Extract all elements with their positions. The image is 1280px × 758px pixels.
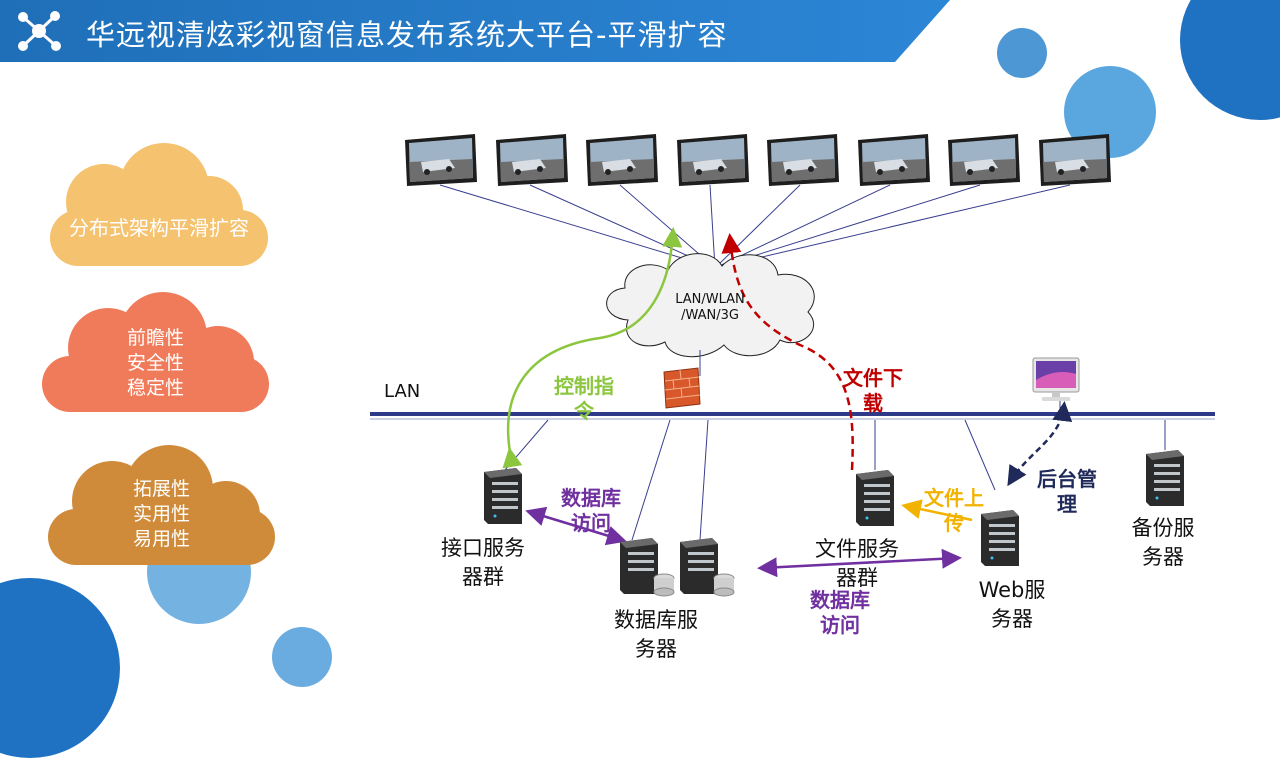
backend-admin-label: 后台管 理: [1037, 467, 1097, 516]
interface-servers-label: 接口服务 器群: [441, 536, 525, 589]
display-screen-icon: [586, 134, 658, 186]
backup-server-icon: [1146, 450, 1184, 506]
file-server-icon: [856, 470, 894, 526]
file-servers-label: 文件服务 器群: [815, 537, 899, 590]
network-diagram: [370, 184, 1215, 578]
display-screen-icon: [1038, 134, 1111, 186]
deco-circle: [272, 627, 332, 687]
feature-cloud-usability: 拓展性 实用性 易用性: [44, 445, 279, 567]
display-screen-icon: [405, 134, 477, 186]
firewall-icon: [663, 367, 701, 409]
lan-label: LAN: [384, 381, 421, 402]
cloud-text: 拓展性 实用性 易用性: [132, 478, 190, 550]
display-screen-icon: [676, 134, 749, 186]
web-server-label: Web服 务器: [978, 578, 1046, 631]
file-upload-label: 文件上 传: [924, 486, 984, 535]
display-screen-icon: [495, 134, 568, 186]
network-cloud-label: LAN/WLAN /WAN/3G: [675, 292, 745, 323]
title-bar: [0, 0, 950, 62]
cloud-shape: [48, 445, 275, 565]
page-title: 华远视清炫彩视窗信息发布系统大平台-平滑扩容: [86, 18, 728, 52]
network-nodes-icon: [18, 11, 61, 51]
cloud-shape: [50, 143, 268, 266]
database-server-icon: [620, 538, 675, 597]
database-cylinder-icon: [713, 573, 735, 597]
cloud-text: 前瞻性 安全性 稳定性: [126, 327, 184, 399]
database-cylinder-icon: [653, 573, 675, 597]
display-screen-icon: [948, 134, 1020, 186]
display-screen-icon: [857, 134, 930, 186]
display-screen-icon: [767, 134, 839, 186]
feature-cloud-scalable: 分布式架构平滑扩容: [44, 140, 274, 270]
cloud-shape: [42, 292, 269, 412]
db-access-label-bottom: 数据库 访问: [810, 588, 870, 637]
cloud-text: 分布式架构平滑扩容: [69, 216, 249, 240]
control-command-label: 控制指 令: [554, 374, 614, 423]
deco-circle: [997, 28, 1047, 78]
admin-monitor-icon: [1032, 357, 1080, 401]
backup-server-label: 备份服 务器: [1131, 516, 1195, 569]
file-download-label: 文件下 载: [843, 366, 903, 415]
database-servers-label: 数据库服 务器: [614, 608, 698, 661]
web-server-icon: [981, 510, 1019, 566]
db-access-label-left: 数据库 访问: [561, 486, 621, 535]
database-server-icon: [680, 538, 735, 597]
feature-cloud-security: 前瞻性 安全性 稳定性: [38, 290, 273, 415]
interface-server-icon: [484, 468, 522, 524]
